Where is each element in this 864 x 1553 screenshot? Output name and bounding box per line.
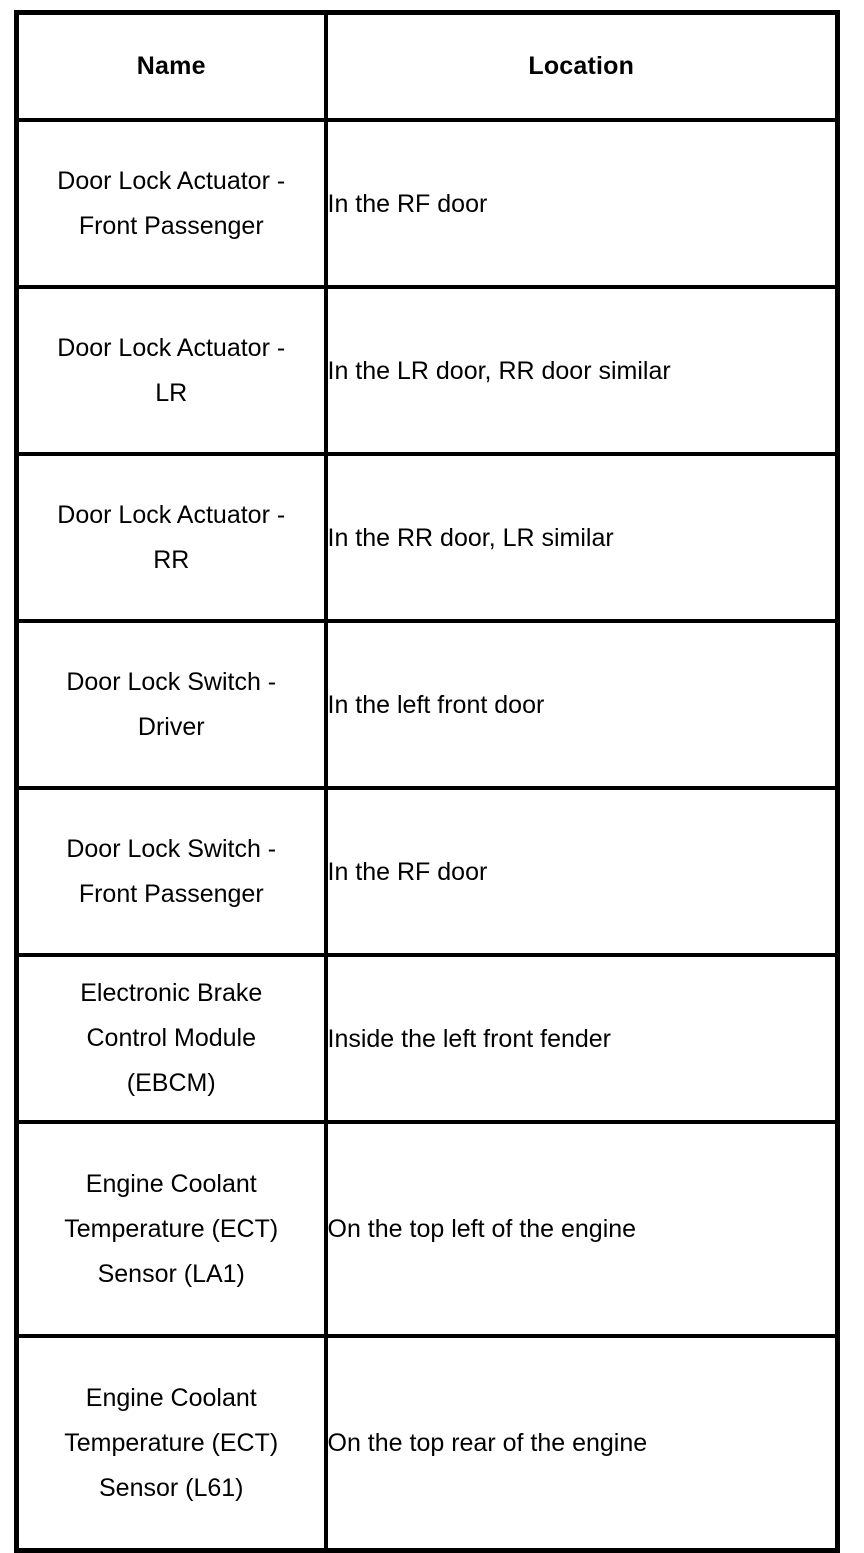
cell-name-line: Temperature (ECT) bbox=[64, 1214, 279, 1243]
table-header: Name Location bbox=[14, 10, 840, 122]
cell-name-line: Sensor (L61) bbox=[98, 1473, 244, 1502]
cell-name: Door Lock Actuator - Front Passenger bbox=[14, 118, 328, 289]
cell-name-line: Temperature (ECT) bbox=[64, 1428, 279, 1457]
cell-name-line: Door Lock Actuator - bbox=[57, 166, 286, 195]
cell-location: Inside the left front fender bbox=[323, 953, 840, 1124]
cell-location: In the RR door, LR similar bbox=[323, 452, 840, 623]
cell-name: Door Lock Actuator - LR bbox=[14, 285, 328, 456]
cell-name-line: Control Module bbox=[86, 1024, 257, 1052]
cell-name: Door Lock Switch - Front Passenger bbox=[14, 786, 328, 957]
cell-name-line: (EBCM) bbox=[126, 1069, 216, 1097]
cell-name-line: Front Passenger bbox=[78, 211, 264, 240]
cell-name: Door Lock Actuator - RR bbox=[14, 452, 328, 623]
column-header-name: Name bbox=[14, 10, 328, 122]
table-row: Door Lock Actuator - RR In the RR door, LR… bbox=[14, 452, 840, 623]
cell-location: In the LR door, RR door similar bbox=[323, 285, 840, 456]
cell-name-line: Door Lock Actuator - bbox=[57, 500, 286, 529]
component-location-table: Name Location Door Lock Actuator - Front … bbox=[14, 10, 840, 1553]
cell-location: In the left front door bbox=[323, 619, 840, 790]
cell-name-line: Sensor (LA1) bbox=[97, 1259, 245, 1288]
cell-name-line: Door Lock Switch - bbox=[66, 834, 277, 863]
table-header-row: Name Location bbox=[14, 10, 840, 122]
table-row: Door Lock Switch - Driver In the left fron… bbox=[14, 619, 840, 790]
cell-name-line: Door Lock Actuator - bbox=[57, 333, 286, 362]
table-row: Door Lock Switch - Front Passenger In the … bbox=[14, 786, 840, 957]
table-row: Door Lock Actuator - Front Passenger In th… bbox=[14, 118, 840, 289]
cell-location: On the top left of the engine bbox=[323, 1120, 840, 1338]
cell-name: Door Lock Switch - Driver bbox=[14, 619, 328, 790]
cell-name-line: Front Passenger bbox=[78, 879, 264, 908]
cell-name-line: Engine Coolant bbox=[85, 1169, 257, 1198]
cell-name-line: Engine Coolant bbox=[85, 1383, 257, 1412]
table-body: Door Lock Actuator - Front Passenger In th… bbox=[14, 118, 840, 1553]
cell-location: In the RF door bbox=[323, 118, 840, 289]
cell-name-line: LR bbox=[155, 378, 188, 407]
column-header-location: Location bbox=[323, 10, 840, 122]
cell-location: In the RF door bbox=[323, 786, 840, 957]
cell-name-line: Electronic Brake bbox=[80, 979, 263, 1007]
cell-name-line: RR bbox=[153, 545, 190, 574]
cell-name-line: Door Lock Switch - bbox=[66, 667, 277, 696]
table-row: Door Lock Actuator - LR In the LR door, RR… bbox=[14, 285, 840, 456]
cell-name-line: Driver bbox=[137, 712, 205, 741]
cell-location: On the top rear of the engine bbox=[323, 1334, 840, 1553]
